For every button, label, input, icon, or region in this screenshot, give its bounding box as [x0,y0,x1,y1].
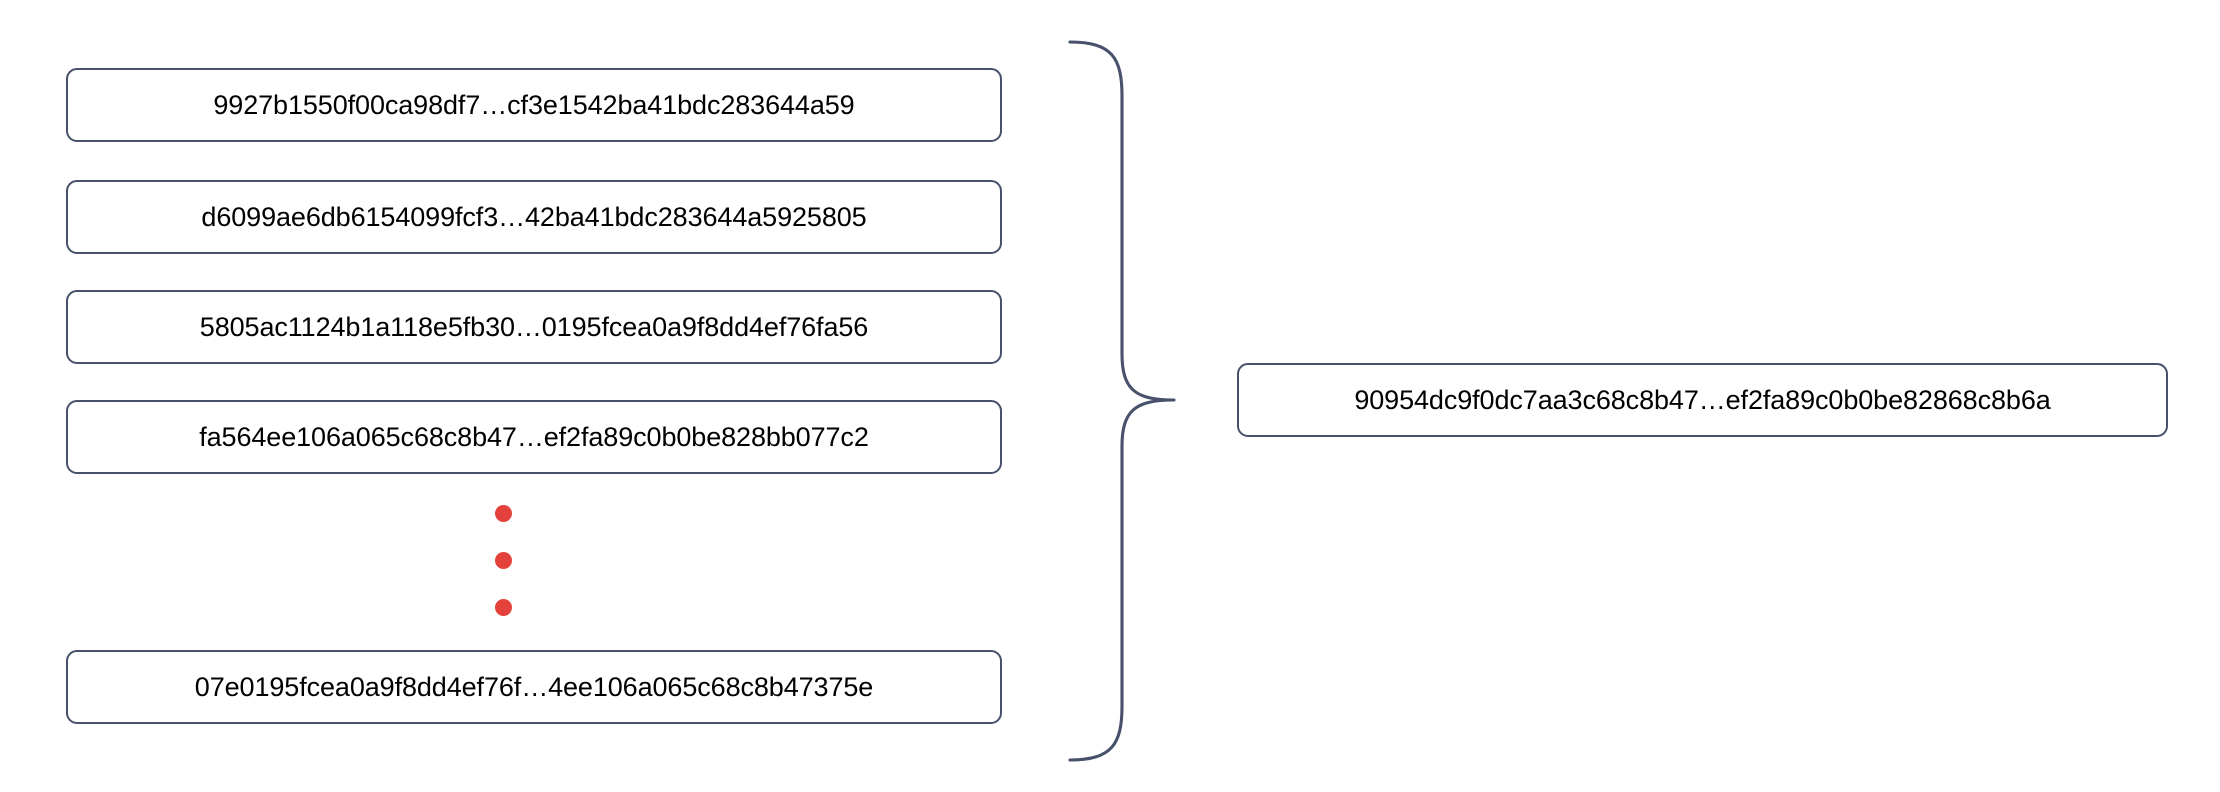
input-hash-box-3[interactable]: 5805ac1124b1a118e5fb30…0195fcea0a9f8dd4e… [66,290,1002,364]
vertical-ellipsis-icon [494,498,528,626]
curly-brace-icon [1068,40,1176,762]
ellipsis-dot-2 [495,552,512,569]
input-hash-value-1: 9927b1550f00ca98df7…cf3e1542ba41bdc28364… [213,89,855,120]
input-hash-box-2[interactable]: d6099ae6db6154099fcf3…42ba41bdc283644a59… [66,180,1002,254]
input-hash-value-last: 07e0195fcea0a9f8dd4ef76f…4ee106a065c68c8… [194,671,874,702]
output-root-hash-value: 90954dc9f0dc7aa3c68c8b47…ef2fa89c0b0be82… [1354,384,2051,415]
input-hash-box-4[interactable]: fa564ee106a065c68c8b47…ef2fa89c0b0be828b… [66,400,1002,474]
ellipsis-dot-1 [495,505,512,522]
input-hash-value-2: d6099ae6db6154099fcf3…42ba41bdc283644a59… [201,201,867,232]
output-root-hash-box[interactable]: 90954dc9f0dc7aa3c68c8b47…ef2fa89c0b0be82… [1237,363,2168,437]
input-hash-value-4: fa564ee106a065c68c8b47…ef2fa89c0b0be828b… [199,421,869,452]
input-hash-box-last[interactable]: 07e0195fcea0a9f8dd4ef76f…4ee106a065c68c8… [66,650,1002,724]
ellipsis-dot-3 [495,599,512,616]
input-hash-box-1[interactable]: 9927b1550f00ca98df7…cf3e1542ba41bdc28364… [66,68,1002,142]
curly-brace-connector [1050,24,1200,780]
input-hash-value-3: 5805ac1124b1a118e5fb30…0195fcea0a9f8dd4e… [199,311,869,342]
